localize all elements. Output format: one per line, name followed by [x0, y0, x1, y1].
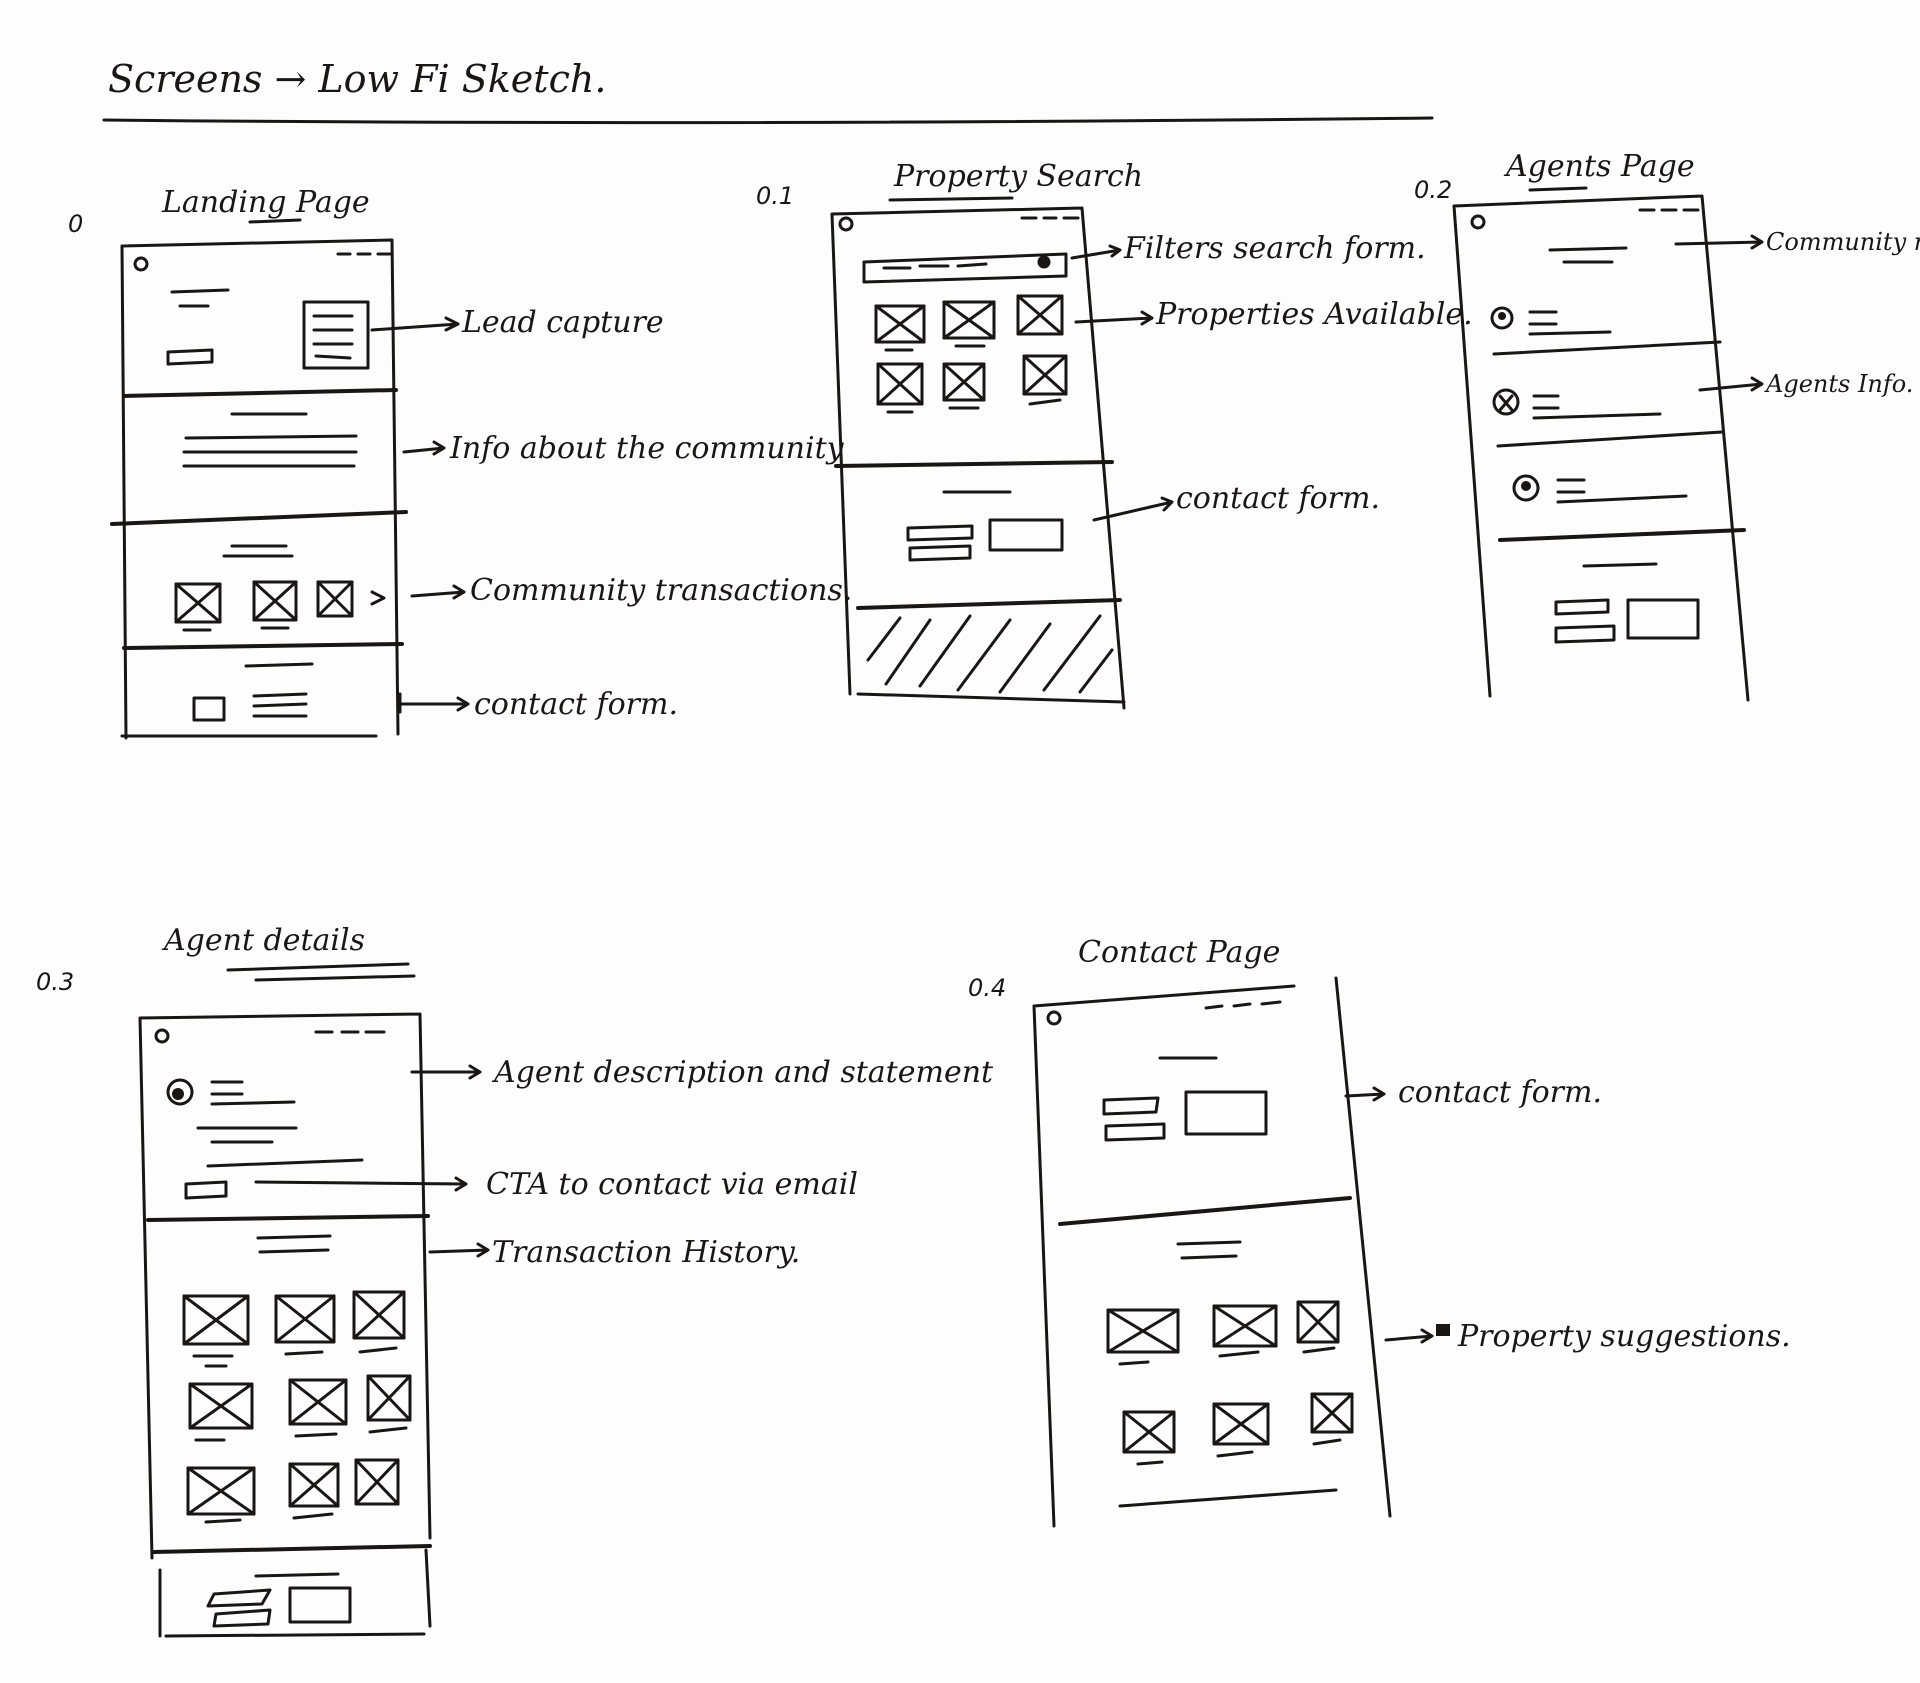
form-fields — [906, 524, 974, 562]
agent-row — [1490, 306, 1612, 336]
annotation-property-suggestions: Property suggestions. — [1457, 1319, 1791, 1354]
agent-row — [1512, 474, 1688, 504]
annotation-filters: Filters search form. — [1123, 231, 1426, 266]
arrow — [410, 1064, 482, 1080]
screen-title: Landing Page — [161, 185, 370, 220]
contact-form — [1102, 1056, 1268, 1142]
annotation-agent-description: Agent description and statement — [491, 1055, 994, 1090]
agent-description — [166, 1078, 364, 1168]
arrow — [402, 440, 446, 456]
community-name-heading — [1548, 246, 1628, 264]
contact-section — [192, 662, 314, 722]
annotation-cta-email: CTA to contact via email — [486, 1167, 858, 1202]
screen-property-search: 0.1 Property Search — [756, 159, 1473, 710]
annotation-contact-form: contact form. — [1398, 1075, 1602, 1110]
title-underline — [1528, 186, 1588, 192]
heading-underline — [102, 116, 1434, 125]
phone-frame — [1032, 976, 1392, 1528]
arrow — [1698, 376, 1764, 392]
annotation-community-name: Community name — [1766, 228, 1920, 256]
screen-landing: 0 Landing Page — [68, 185, 852, 740]
arrow — [254, 1176, 468, 1192]
arrow — [1092, 496, 1174, 522]
annotation-agents-info: Agents Info. (Basic). — [1764, 370, 1920, 398]
hero-cta-button — [166, 348, 214, 366]
screen-title: Agent details — [161, 923, 365, 958]
screen-number: 0.4 — [968, 974, 1006, 1002]
arrow — [1384, 1328, 1434, 1344]
agent-row — [1492, 388, 1662, 420]
screen-title: Contact Page — [1078, 935, 1280, 970]
phone-frame — [1452, 194, 1750, 702]
message-box — [988, 518, 1064, 552]
title-underline — [248, 218, 302, 224]
annotation-lead-capture: Lead capture — [461, 305, 664, 340]
annotation-properties: Properties Available. — [1155, 297, 1473, 332]
footer-hatching — [866, 614, 1114, 694]
sheet-heading: Screens → Low Fi Sketch. — [108, 57, 606, 101]
arrow — [370, 316, 460, 332]
search-bar — [862, 252, 1068, 284]
screen-number: 0.1 — [756, 182, 794, 210]
screen-number: 0 — [68, 210, 83, 238]
transaction-history — [182, 1234, 412, 1524]
annotation-contact: contact form. — [474, 687, 678, 722]
note-marker — [1436, 1324, 1450, 1336]
lead-capture-form — [302, 300, 370, 370]
screen-contact: 0.4 Contact Page contact form. Property … — [968, 935, 1791, 1528]
annotation-transactions: Community transactions. — [470, 573, 852, 608]
contact-section — [158, 1548, 432, 1638]
arrow — [1674, 234, 1764, 250]
annotation-info: Info about the community — [449, 431, 845, 466]
contact-section — [1554, 562, 1700, 644]
screen-agents: 0.2 Agents Page Community na — [1414, 149, 1920, 702]
phone-frame — [830, 206, 1126, 710]
screen-title: Agents Page — [1503, 149, 1695, 184]
arrow — [428, 1242, 490, 1258]
annotation-transaction-history: Transaction History. — [492, 1235, 800, 1270]
arrow — [1074, 310, 1154, 326]
arrow — [398, 692, 470, 714]
screen-number: 0.2 — [1414, 176, 1452, 204]
title-underline — [888, 196, 1014, 202]
screen-number: 0.3 — [36, 968, 74, 996]
phone-frame — [120, 238, 400, 740]
title-underline — [226, 962, 416, 982]
screen-agent-details: 0.3 Agent details — [36, 923, 994, 1638]
phone-frame — [138, 1012, 432, 1560]
contact-section — [906, 490, 1064, 562]
hero-section — [166, 288, 370, 370]
email-cta-button — [184, 1180, 228, 1200]
arrow — [410, 584, 466, 600]
transactions-section — [174, 544, 386, 632]
arrow — [1070, 244, 1122, 260]
arrow — [1344, 1086, 1386, 1102]
annotation-contact-form: contact form. — [1176, 481, 1380, 516]
divider — [1118, 1488, 1338, 1508]
info-section — [182, 412, 358, 468]
property-grid — [874, 294, 1068, 414]
screen-title: Property Search — [893, 159, 1143, 194]
property-suggestions — [1106, 1240, 1354, 1466]
